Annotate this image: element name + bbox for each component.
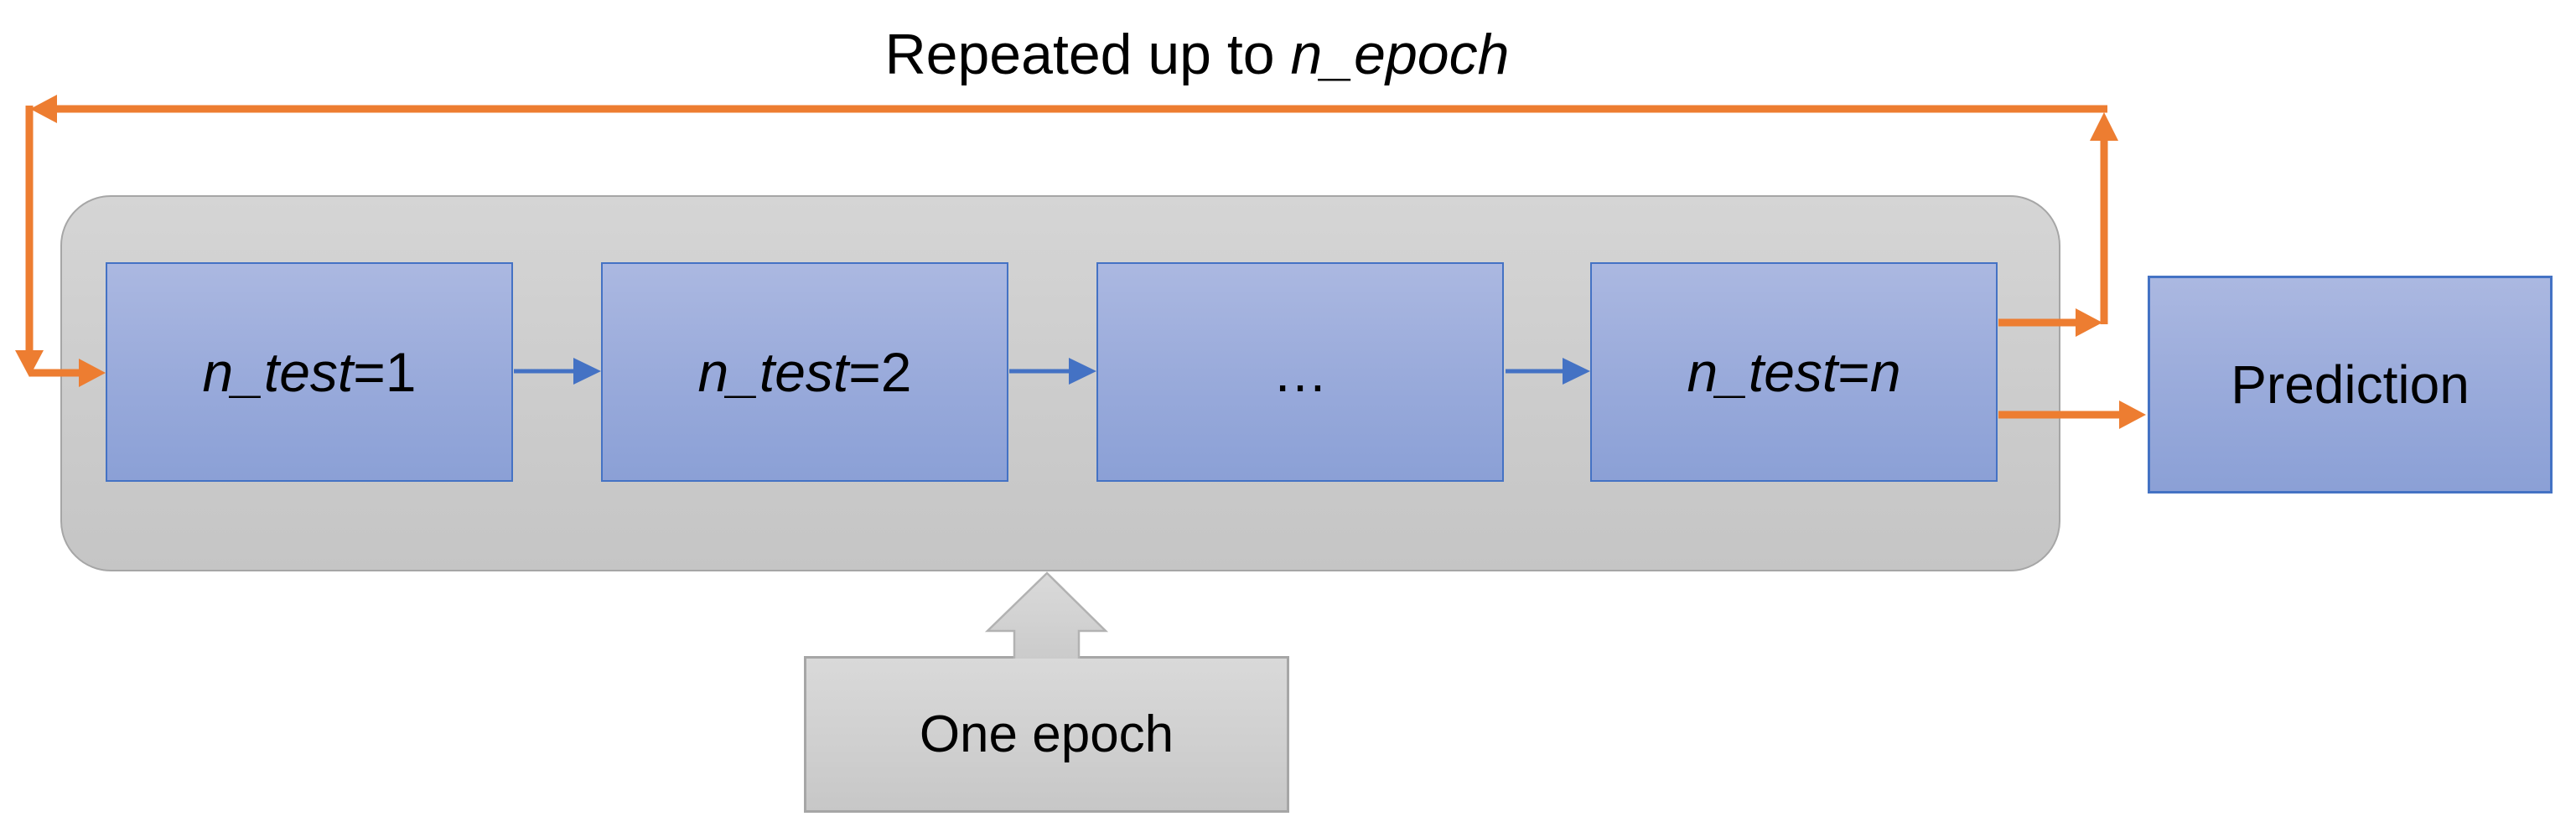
block-up-arrow-icon	[984, 571, 1109, 659]
box-1-variable: n_test	[202, 341, 354, 403]
loop-right-up-arrow	[2090, 112, 2118, 324]
loop-left-down-arrow	[15, 106, 44, 377]
diagram-title: Repeated up to n_epoch	[0, 22, 2394, 87]
box-2-value: =2	[848, 341, 912, 403]
box-n-equals: =	[1837, 341, 1870, 403]
ellipsis-text: …	[1272, 341, 1328, 403]
title-text: Repeated up to	[884, 23, 1291, 86]
box-ellipsis: …	[1096, 262, 1504, 482]
box-n-value: n	[1869, 341, 1901, 403]
box-1-value: =1	[353, 341, 417, 403]
title-variable-n-epoch: n_epoch	[1290, 23, 1510, 86]
one-epoch-label: One epoch	[919, 705, 1174, 763]
box-n-test-1: n_test=1	[106, 262, 513, 482]
box-2-variable: n_test	[697, 341, 849, 403]
prediction-box: Prediction	[2148, 276, 2553, 494]
box-n-test-2: n_test=2	[601, 262, 1008, 482]
loop-return-arrow	[30, 95, 2107, 123]
box-n-variable: n_test	[1687, 341, 1838, 403]
prediction-label: Prediction	[2231, 354, 2470, 415]
one-epoch-box: One epoch	[804, 656, 1289, 813]
box-n-test-n: n_test=n	[1590, 262, 1998, 482]
